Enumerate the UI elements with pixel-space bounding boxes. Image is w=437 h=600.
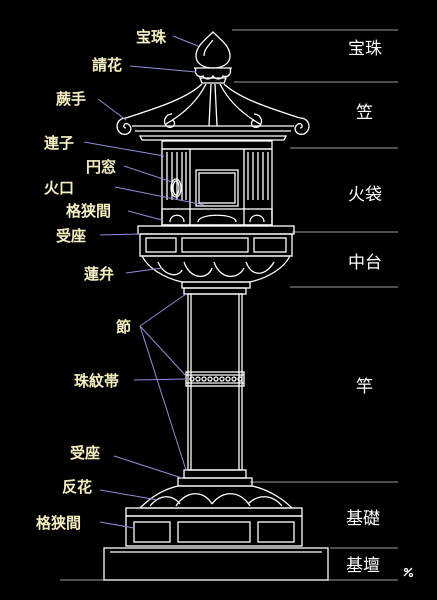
koza-bottom-center xyxy=(177,521,251,543)
section-dividers xyxy=(60,29,398,581)
label-warabite: 蕨手 xyxy=(56,90,86,108)
label-enso: 円窓 xyxy=(86,158,116,176)
hikuchi-opening xyxy=(195,169,239,207)
leader-lines xyxy=(83,35,205,529)
corner-mark-icon xyxy=(403,567,414,578)
roof xyxy=(116,83,310,141)
section-hibukuro: 火袋 xyxy=(348,185,382,205)
label-fushi: 節 xyxy=(116,318,131,336)
part-labels: 宝珠 請花 蕨手 連子 円窓 火口 格狭間 受座 蓮弁 節 珠紋帯 受座 反花 … xyxy=(36,28,167,532)
label-jumontai: 珠紋帯 xyxy=(74,372,119,390)
jewel-shape xyxy=(195,31,231,69)
section-kiso: 基礎 xyxy=(346,509,380,529)
label-houju: 宝珠 xyxy=(136,28,167,46)
jumontai-band xyxy=(185,371,245,387)
middle-platform xyxy=(137,225,295,289)
label-ukebana: 請花 xyxy=(92,56,122,74)
lantern-drawing xyxy=(103,31,329,581)
koza-panel-center xyxy=(181,237,249,253)
label-hikuchi: 火口 xyxy=(44,179,74,197)
label-ukeza-top: 受座 xyxy=(56,227,86,245)
renji-lattice xyxy=(166,152,269,200)
label-renben: 蓮弁 xyxy=(84,265,114,283)
ukebana-shape xyxy=(194,67,232,84)
label-koza: 格狭間 xyxy=(66,202,111,220)
label-renji: 連子 xyxy=(44,134,74,152)
label-ukeza-bottom: 受座 xyxy=(70,444,100,462)
koza-bottom-left xyxy=(133,521,171,543)
warabite-right xyxy=(294,117,310,135)
ukeza-bottom xyxy=(177,477,253,487)
enso-window xyxy=(170,178,182,198)
section-kidan: 基壇 xyxy=(346,556,380,576)
koza-panel-right xyxy=(253,237,287,253)
label-koza-bottom: 格狭間 xyxy=(36,514,81,532)
label-kaeribana: 反花 xyxy=(62,478,92,496)
section-houju: 宝珠 xyxy=(348,39,382,59)
warabite-left xyxy=(116,117,132,135)
fire-box xyxy=(161,140,273,226)
section-sao: 竿 xyxy=(356,377,373,397)
section-chudai: 中台 xyxy=(348,253,382,273)
koza-panel-left xyxy=(145,237,177,253)
base xyxy=(125,477,303,547)
pedestal xyxy=(103,547,329,581)
shaft xyxy=(183,287,247,479)
section-kasa: 笠 xyxy=(356,103,373,123)
koza-bottom-right xyxy=(257,521,295,543)
section-labels: 宝珠 笠 火袋 中台 竿 基礎 基壇 xyxy=(346,39,382,576)
